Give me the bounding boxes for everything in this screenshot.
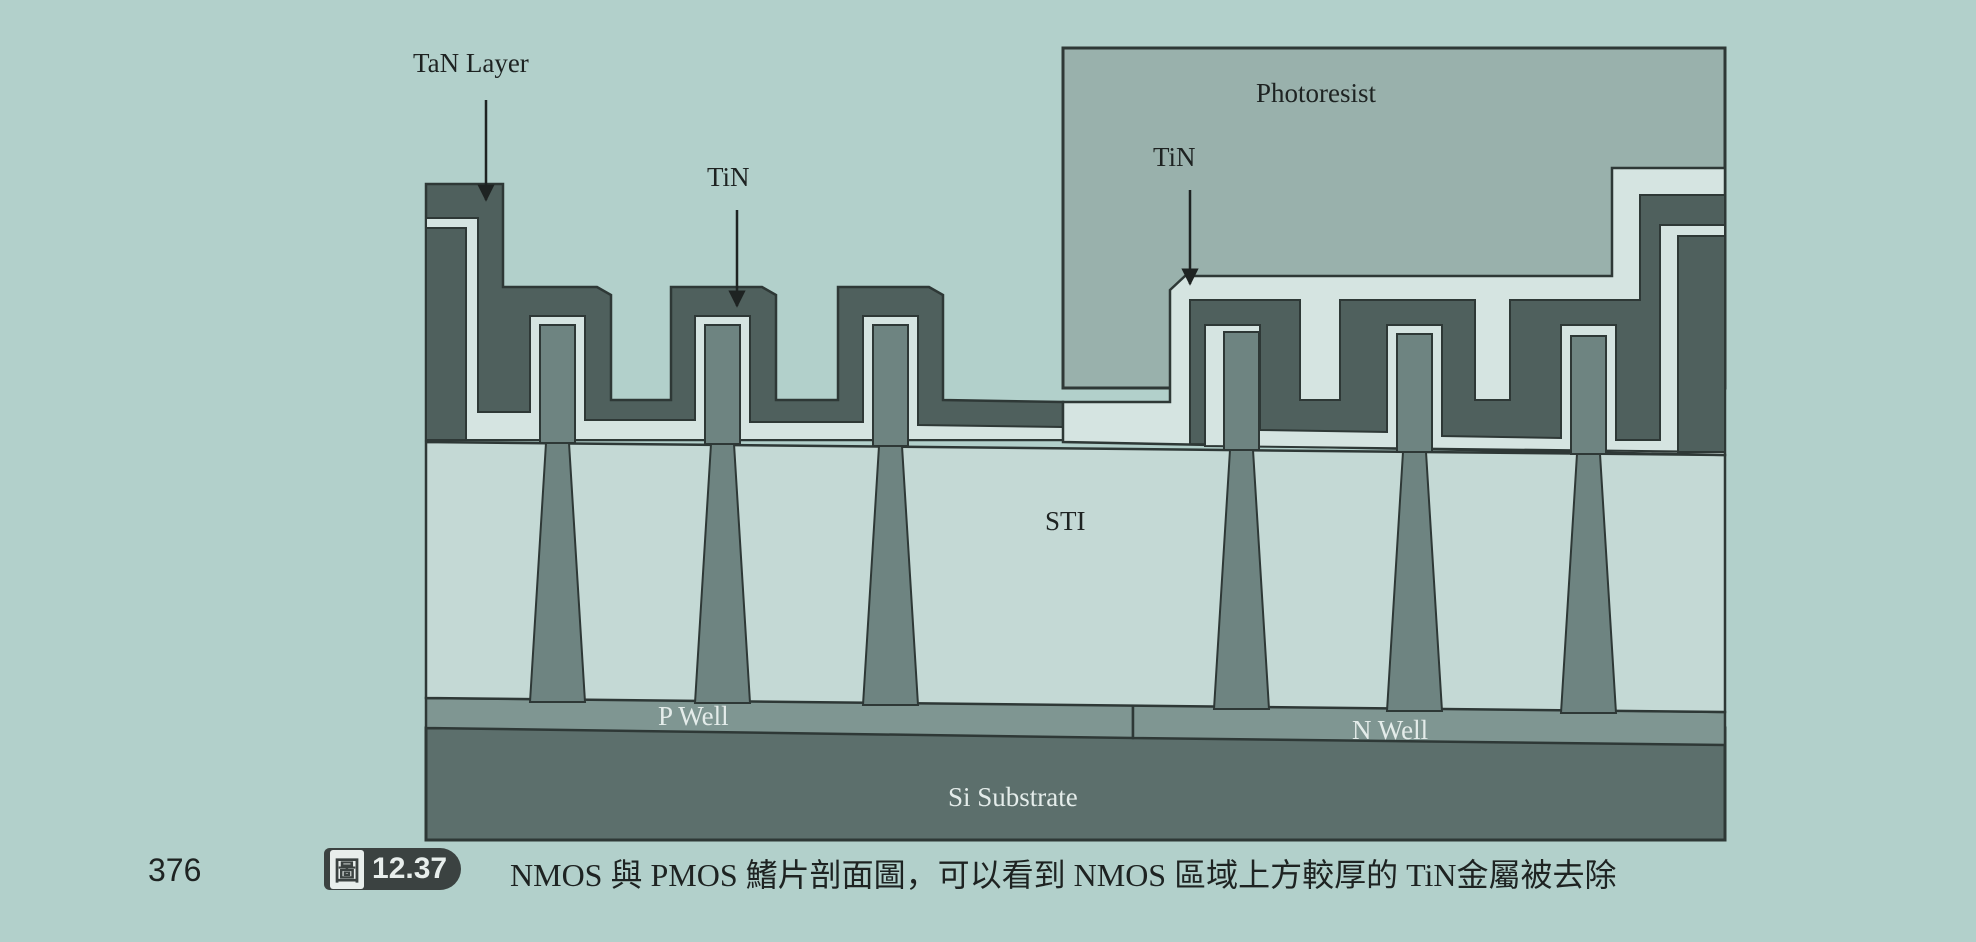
figure-number: 12.37 [372,852,448,885]
fin-top-nmos-3 [872,324,909,447]
si-substrate-region [424,726,1727,842]
fin-top-nmos-1 [539,324,576,444]
figure-caption: 376 圖 12.37 NMOS 與 PMOS 鰭片剖面圖，可以看到 NMOS … [0,848,1976,908]
fin-top-nmos-2 [704,324,741,445]
label-sti: STI [1045,506,1086,536]
caption-text: NMOS 與 PMOS 鰭片剖面圖，可以看到 NMOS 區域上方較厚的 TiN金… [510,857,1617,893]
figure-prefix: 圖 [330,849,365,889]
label-tin-left: TiN [707,162,750,192]
gate-fill-pmos-right [1677,235,1726,453]
sti-region [424,440,1727,714]
label-n-well: N Well [1352,715,1428,745]
label-tin-right: TiN [1153,142,1196,172]
fin-top-pmos-3 [1570,335,1607,455]
label-p-well: P Well [658,701,729,731]
fin-top-pmos-2 [1396,333,1433,453]
fin-top-pmos-1 [1223,331,1260,451]
figure-number-badge: 圖 12.37 [324,848,462,890]
gate-fill-nmos-left [425,227,467,441]
label-photoresist: Photoresist [1256,78,1377,108]
label-tan-layer: TaN Layer [413,48,529,78]
page-number: 376 [148,852,202,888]
label-si-substrate: Si Substrate [948,782,1078,812]
